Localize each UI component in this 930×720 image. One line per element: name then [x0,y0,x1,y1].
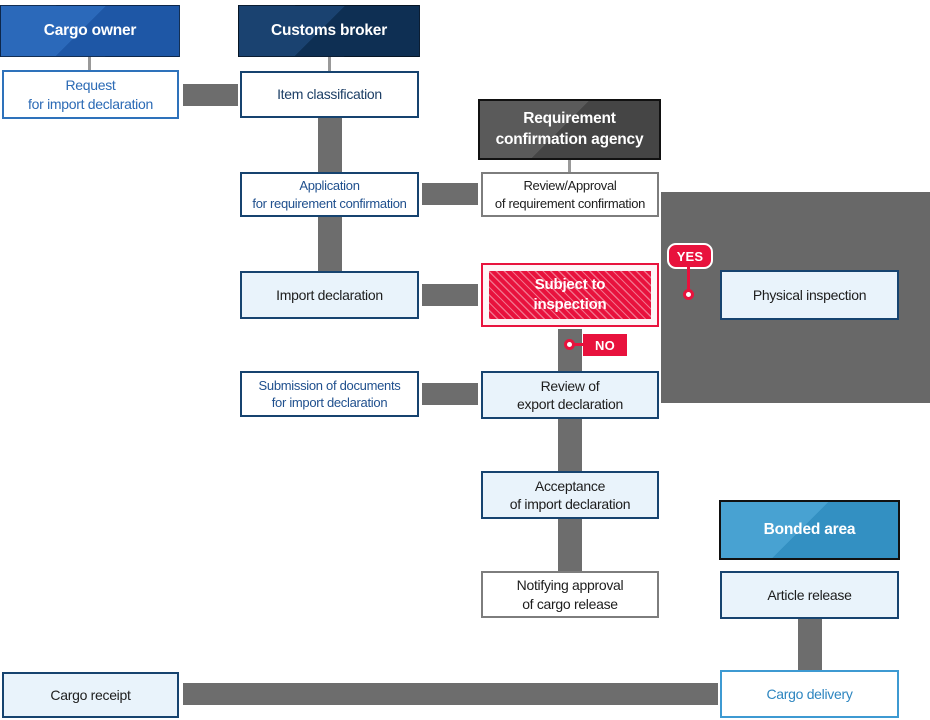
node-application-for-requirement-confirmation: Application for requirement confirmation [240,172,419,217]
no-label: NO [595,337,615,353]
node-cargo-delivery: Cargo delivery [720,670,899,718]
node-label: Item classification [277,86,382,103]
node-article-release: Article release [720,571,899,619]
node-subject-to-inspection: Subject to inspection [481,263,659,327]
connector-thin-customs-broker [328,57,331,71]
header-label: Bonded area [763,520,856,538]
header-customs-broker: Customs broker [238,5,420,57]
header-requirement-confirmation-agency: Requirement confirmation agency [478,99,661,160]
node-label: Import declaration [276,286,383,303]
connector-thin-req-agency [568,160,571,172]
connector [318,118,342,172]
node-item-classification: Item classification [240,71,419,118]
node-request-for-import-declaration: Request for import declaration [2,70,179,119]
node-notifying-approval-of-cargo-release: Notifying approval of cargo release [481,571,659,618]
connector [422,183,478,205]
node-label: Cargo delivery [766,685,853,702]
connector [798,619,822,670]
header-bonded-area: Bonded area [719,500,900,560]
node-review-approval-of-requirement-confirmation: Review/Approval of requirement confirmat… [481,172,659,217]
connector [558,419,582,471]
yes-connector-dot [683,289,694,300]
node-physical-inspection: Physical inspection [720,270,899,320]
yes-badge: YES [667,243,713,269]
connector [558,329,582,371]
node-label: Application for requirement confirmation [252,178,407,211]
yes-label: YES [676,248,704,264]
connector [318,217,342,271]
node-label: Cargo receipt [50,686,131,703]
node-label: Notifying approval of cargo release [516,577,624,612]
hatch-fill: Subject to inspection [489,271,651,319]
node-label: Submission of documents for import decla… [258,377,401,410]
node-label: Physical inspection [752,286,867,303]
node-label: Article release [767,586,852,603]
yes-connector-line [687,265,690,290]
connector [183,84,238,106]
node-label: Review of export declaration [517,377,623,412]
header-label: Requirement confirmation agency [495,110,644,148]
header-cargo-owner: Cargo owner [0,5,180,57]
no-badge: NO [583,334,627,356]
node-label: Request for import declaration [28,77,153,112]
no-connector-line [572,343,585,346]
connector-thin-cargo-owner [88,57,91,70]
header-label: Cargo owner [43,21,137,39]
node-cargo-receipt: Cargo receipt [2,672,179,718]
node-review-of-export-declaration: Review of export declaration [481,371,659,419]
connector-bottom [183,683,718,705]
connector [558,519,582,571]
node-import-declaration: Import declaration [240,271,419,319]
node-label: Review/Approval of requirement confirmat… [494,178,646,211]
connector [422,383,478,405]
node-label: Acceptance of import declaration [509,477,631,512]
node-label: Subject to inspection [533,276,607,313]
connector [422,284,478,306]
node-acceptance-of-import-declaration: Acceptance of import declaration [481,471,659,519]
header-label: Customs broker [270,21,388,39]
node-submission-of-documents: Submission of documents for import decla… [240,371,419,417]
